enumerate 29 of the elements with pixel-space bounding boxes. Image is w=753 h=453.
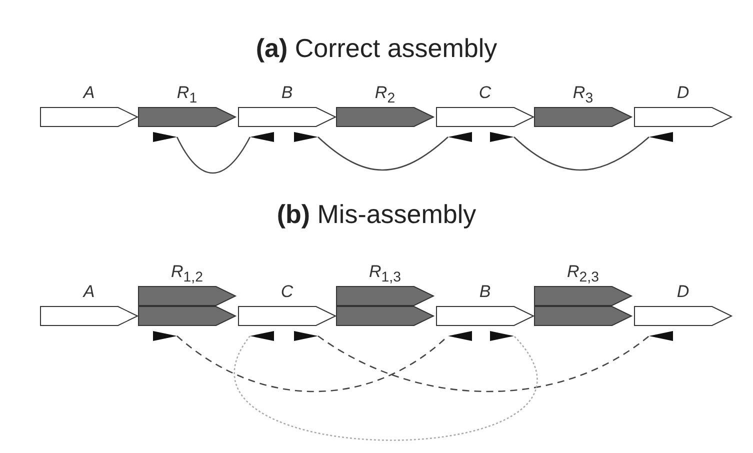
read-marker xyxy=(250,331,274,341)
read-marker xyxy=(490,132,514,142)
contig-label: R$_{3}$ xyxy=(572,83,594,108)
contig-label: R$_{2}$ xyxy=(374,83,396,108)
read-marker xyxy=(649,132,673,142)
panel-title: (a) Correct assembly xyxy=(256,33,498,63)
contig-label: R$_{2,3}$ xyxy=(566,262,600,288)
read-pair-link xyxy=(234,336,536,441)
contig-label: C xyxy=(478,83,492,103)
read-marker xyxy=(448,132,472,142)
read-marker xyxy=(294,331,318,341)
contig-label: R$_{1,2}$ xyxy=(170,262,204,288)
contig-label: C xyxy=(280,282,294,302)
contig-label: B xyxy=(280,83,294,103)
read-marker xyxy=(448,331,472,341)
contig-label: R$_{1,3}$ xyxy=(368,262,402,288)
read-marker xyxy=(153,132,177,142)
contig-label: A xyxy=(82,83,96,103)
read-marker xyxy=(153,331,177,341)
read-marker xyxy=(490,331,514,341)
read-marker xyxy=(294,132,318,142)
read-marker xyxy=(250,132,274,142)
read-marker xyxy=(649,331,673,341)
contig-label: A xyxy=(82,282,96,302)
contig-label: R$_{1}$ xyxy=(176,83,198,108)
contig-label: B xyxy=(478,282,492,302)
contig-label: D xyxy=(676,282,690,302)
panel-title: (b) Mis-assembly xyxy=(276,199,476,229)
contig-label: D xyxy=(676,83,690,103)
